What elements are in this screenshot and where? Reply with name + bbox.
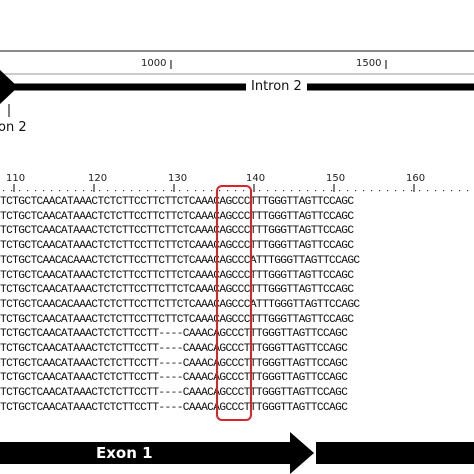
ruler-dot <box>451 190 453 192</box>
alignment-row: TCTGCTCAACATAAACTCTCTTCCTT----CAAACAGCCC… <box>0 357 348 370</box>
ruler-dot <box>427 190 429 192</box>
tick-label-1000: 1000 <box>141 58 167 69</box>
ruler-label-160: 160 <box>406 173 426 184</box>
ruler-dot <box>291 190 293 192</box>
alignment-row: TCTGCTCAACATAAACTCTCTTCCTT----CAAACAGCCC… <box>0 401 348 414</box>
ruler-dot <box>99 190 101 192</box>
ruler-dot <box>363 190 365 192</box>
ruler-dot <box>403 190 405 192</box>
ruler-dot <box>419 190 421 192</box>
ruler-dot <box>379 190 381 192</box>
ruler-dot <box>339 190 341 192</box>
window-top-border <box>0 50 474 52</box>
ruler-dot <box>3 190 5 192</box>
deletion-highlight-box <box>216 185 252 421</box>
alignment-row: TCTGCTCAACATAAACTCTCTTCCTT----CAAACAGCCC… <box>0 343 348 355</box>
ruler-dot <box>467 190 469 192</box>
alignment-row: TCTGCTCAACATAAACTCTCTTCCTT----CAAACAGCCC… <box>0 372 348 385</box>
ruler-dot <box>371 190 373 192</box>
ruler-dot <box>283 190 285 192</box>
ruler-dot <box>347 190 349 192</box>
ruler-label-150: 150 <box>326 173 346 184</box>
ruler-dot <box>227 190 229 192</box>
alignment-row: TCTGCTCAACATAAACTCTCTTCCTTCTTCTCAAACAGCC… <box>0 313 354 326</box>
alignment-row: TCTGCTCAACATAAACTCTCTTCCTTCTTCTCAAACAGCC… <box>0 225 354 238</box>
alignment-row: TCTGCTCAACATAAACTCTCTTCCTTCTTCTCAAACAGCC… <box>0 196 354 208</box>
ruler-dot <box>387 190 389 192</box>
ruler-dot <box>91 190 93 192</box>
ruler-dot <box>115 190 117 192</box>
exon-1-bar <box>0 442 292 464</box>
ruler-label-140: 140 <box>246 173 266 184</box>
ruler-ticks <box>3 184 469 192</box>
ruler-dot <box>75 190 77 192</box>
alignment-row: TCTGCTCAACACAAACTCTCTTCCTTCTTCTCAAACAGCC… <box>0 298 360 311</box>
ruler-label-110: 110 <box>6 173 26 184</box>
ruler-dot <box>139 190 141 192</box>
ruler-dot <box>35 190 37 192</box>
intron-2-label: Intron 2 <box>246 79 307 94</box>
ruler-dot <box>83 190 85 192</box>
ruler-dot <box>299 190 301 192</box>
ruler-dot <box>411 190 413 192</box>
ruler-dot <box>443 190 445 192</box>
alignment-row: TCTGCTCAACATAAACTCTCTTCCTTCTTCTCAAACAGCC… <box>0 210 354 223</box>
exon-2-label: on 2 <box>0 120 27 135</box>
exon-1-label: Exon 1 <box>96 444 153 462</box>
ruler-dot <box>331 190 333 192</box>
alignment-row: TCTGCTCAACATAAACTCTCTTCCTTCTTCTCAAACAGCC… <box>0 240 354 253</box>
ruler-dot <box>323 190 325 192</box>
ruler-dot <box>259 190 261 192</box>
ruler-dot <box>435 190 437 192</box>
ruler-dot <box>355 190 357 192</box>
ruler-dot <box>211 190 213 192</box>
exon-1-arrow <box>290 432 314 474</box>
ruler-dot <box>171 190 173 192</box>
ruler-dot <box>11 190 13 192</box>
ruler-dot <box>459 190 461 192</box>
ruler-dot <box>155 190 157 192</box>
ruler-label-120: 120 <box>88 173 108 184</box>
alignment-row: TCTGCTCAACATAAACTCTCTTCCTT----CAAACAGCCC… <box>0 387 348 400</box>
ruler-dot <box>67 190 69 192</box>
exon-2-arrow <box>0 70 18 104</box>
ruler-dot <box>51 190 53 192</box>
alignment-row: TCTGCTCAACATAAACTCTCTTCCTT----CAAACAGCCC… <box>0 328 348 341</box>
ruler-dot <box>27 190 29 192</box>
alignment-row: TCTGCTCAACATAAACTCTCTTCCTTCTTCTCAAACAGCC… <box>0 284 354 297</box>
ruler-dot <box>315 190 317 192</box>
tick-label-1500: 1500 <box>356 58 382 69</box>
ruler-dot <box>187 190 189 192</box>
ruler-dot <box>43 190 45 192</box>
ruler-dot <box>179 190 181 192</box>
ruler-tick-group <box>3 184 469 192</box>
ruler-dot <box>203 190 205 192</box>
ruler-dot <box>163 190 165 192</box>
ruler-dot <box>243 190 245 192</box>
ruler-dot <box>395 190 397 192</box>
ruler-dot <box>131 190 133 192</box>
ruler-dot <box>123 190 125 192</box>
ruler-dot <box>19 190 21 192</box>
ruler-dot <box>107 190 109 192</box>
alignment-row: TCTGCTCAACATAAACTCTCTTCCTTCTTCTCAAACAGCC… <box>0 269 354 282</box>
alignment-row: TCTGCTCAACACAAACTCTCTTCCTTCTTCTCAAACAGCC… <box>0 254 360 267</box>
ruler-label-130: 130 <box>168 173 188 184</box>
ruler-dot <box>267 190 269 192</box>
ruler-dot <box>307 190 309 192</box>
ruler-dot <box>147 190 149 192</box>
ruler-dot <box>195 190 197 192</box>
ruler-dot <box>59 190 61 192</box>
ruler-dot <box>235 190 237 192</box>
exon-1-bar-continuation <box>316 442 474 464</box>
ruler-dot <box>275 190 277 192</box>
